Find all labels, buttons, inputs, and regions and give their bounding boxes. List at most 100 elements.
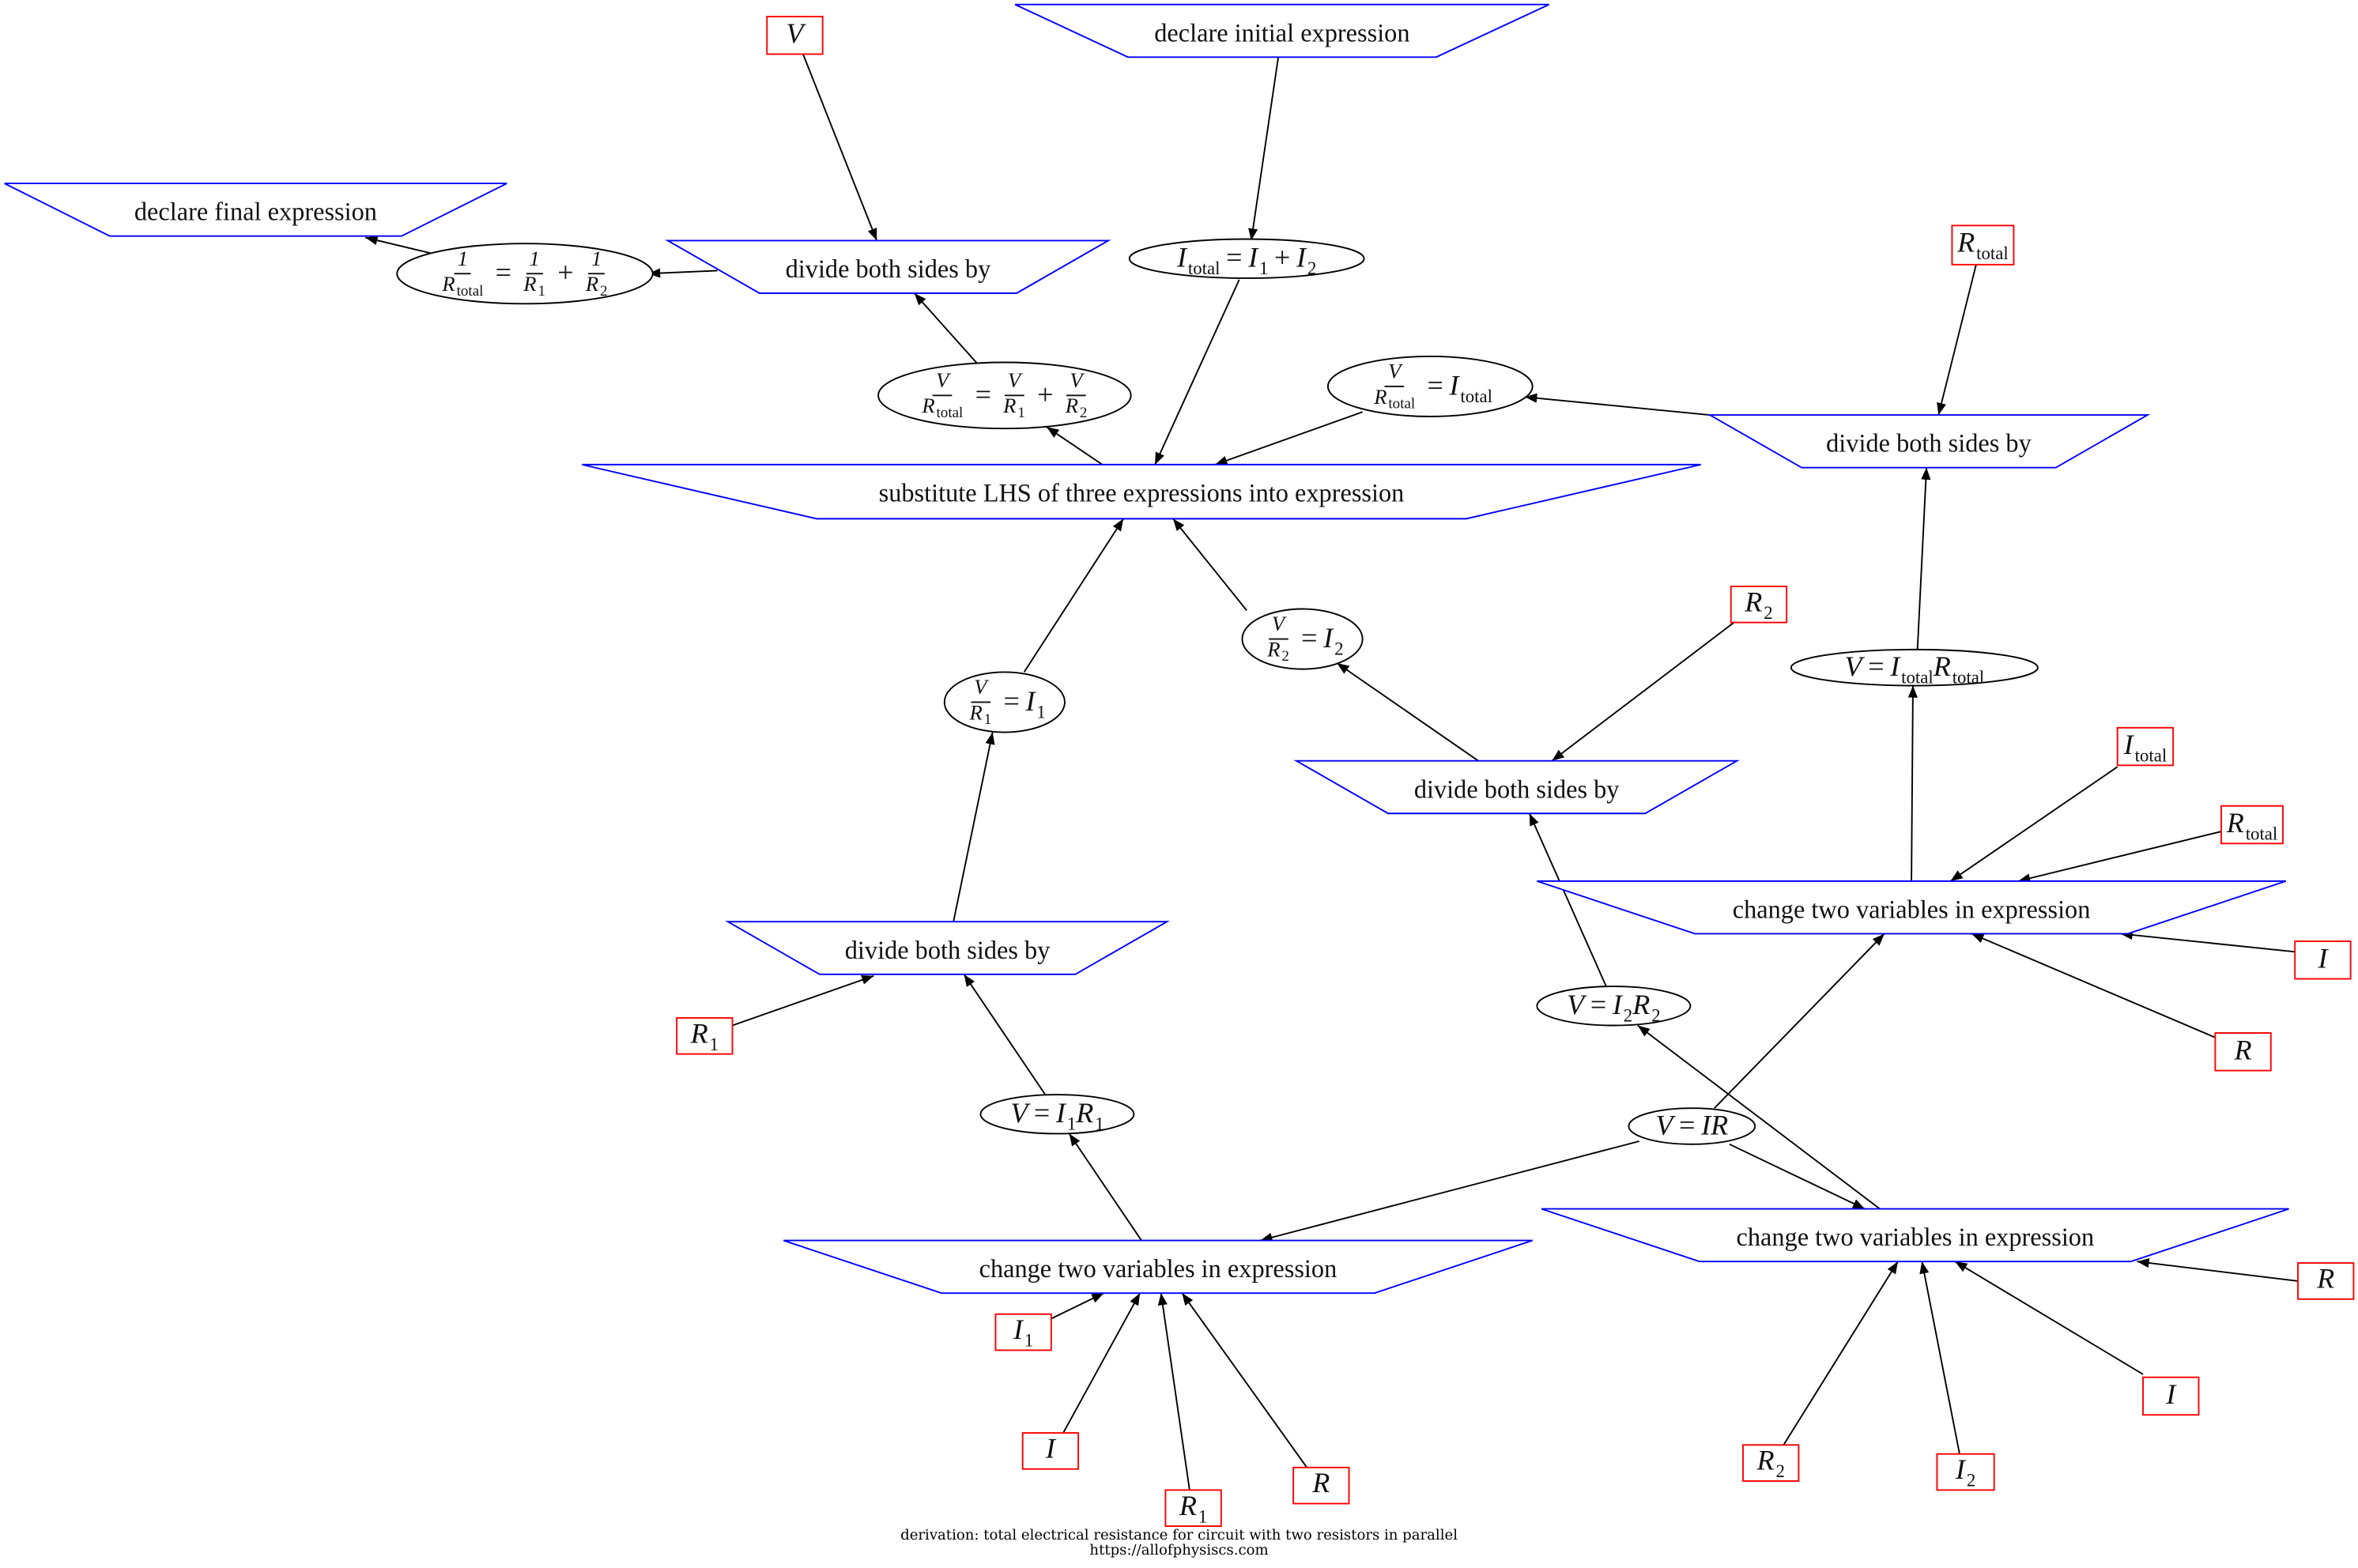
symbol-node-s_I2: [1936, 1453, 1995, 1491]
math-variable: R: [442, 274, 455, 297]
operation-label: substitute LHS of three expressions into…: [878, 478, 1405, 508]
math-variable: R: [969, 703, 983, 726]
edge-s_Itotal-to-op_change_right: [1950, 766, 2118, 882]
fraction-numerator: V: [971, 677, 990, 703]
math-subscript: 1: [983, 711, 992, 729]
math-subscript: total: [1901, 666, 1934, 688]
math-variable: I: [1025, 686, 1036, 718]
operation-label: declare final expression: [134, 197, 377, 226]
math-variable: I: [1045, 1434, 1055, 1465]
math-variable: R: [1003, 396, 1017, 419]
edge-op_sub-to-e_vrt: [1046, 426, 1104, 466]
math-operator: =: [1679, 1110, 1696, 1142]
math-subscript: total: [1187, 258, 1221, 279]
edge-s_V-to-op_div_top: [802, 54, 878, 241]
operation-label: change two variables in expression: [979, 1253, 1337, 1283]
edge-s_I1-to-op_change_bl: [1051, 1292, 1104, 1320]
math-variable: R: [1065, 396, 1079, 419]
math-subscript: 2: [1651, 1004, 1661, 1027]
symbol-label: I: [1046, 1435, 1055, 1464]
math-variable: I: [1612, 989, 1622, 1022]
fraction-numerator: V: [1269, 615, 1288, 640]
math-variable: I: [2166, 1378, 2176, 1411]
symbol-node-s_V: [766, 15, 824, 55]
expression-node-e_vrt: [877, 361, 1132, 430]
math-variable: I: [1248, 243, 1258, 275]
math-variable: R: [1179, 1491, 1198, 1523]
math-variable: I: [2123, 729, 2134, 761]
edge-s_R1_b-to-op_change_bl: [1157, 1293, 1190, 1491]
edge-e_vrt-to-op_div_top: [914, 292, 979, 365]
expression-node-e_vr1: [943, 671, 1066, 733]
edge-s_I2-to-op_change_br: [1919, 1261, 1960, 1454]
math-variable: I: [1296, 243, 1307, 275]
math-variable: V: [1844, 651, 1862, 684]
operation-node-op_init: [1014, 3, 1549, 58]
edge-s_Rtotal-to-op_div_rt: [1937, 264, 1977, 416]
fraction-numerator: 1: [588, 250, 606, 275]
math-variable: V: [974, 677, 987, 700]
operation-node-op_div_r2: [1293, 760, 1740, 815]
edge-s_R1_left-to-op_div_r1: [732, 974, 874, 1027]
fraction-numerator: 1: [526, 248, 543, 275]
math-subscript: 1: [538, 283, 545, 300]
operation-node-op_final: [4, 183, 507, 237]
edge-e_vir-to-op_change_bl: [1260, 1140, 1639, 1242]
operation-label: change two variables in expression: [1736, 1222, 2095, 1251]
math-subscript: 1: [1066, 1113, 1077, 1135]
symbol-node-s_I_b: [1021, 1432, 1080, 1470]
operation-label: divide both sides by: [844, 935, 1051, 964]
edge-e_itotal-to-op_sub: [1154, 279, 1240, 466]
expression-node-e_vrt2: [1326, 355, 1534, 417]
math-subscript: 2: [1334, 638, 1344, 660]
symbol-node-s_R_right: [2214, 1032, 2272, 1072]
math-operator: +: [557, 258, 574, 290]
math-operator: +: [1037, 379, 1054, 412]
math-variable: 1: [529, 248, 540, 272]
symbol-node-s_Rtotal: [1951, 224, 2015, 266]
expression-node-e_vr2: [1241, 608, 1364, 670]
math-variable: R: [1267, 639, 1281, 663]
math-variable: V: [786, 17, 804, 50]
math-subscript: 1: [1024, 1329, 1034, 1351]
edge-op_change_right-to-e_vitrt: [1907, 685, 1918, 881]
operation-label: divide both sides by: [1413, 774, 1620, 803]
edge-s_R2_b-to-op_change_br: [1783, 1261, 1899, 1446]
edge-e_vr1-to-op_sub: [1023, 518, 1124, 673]
symbol-node-s_R2_b: [1742, 1444, 1800, 1482]
edge-s_I_br-to-op_change_br: [1954, 1261, 2144, 1375]
edge-op_div_r2-to-e_vr2: [1336, 662, 1479, 762]
math-subscript: 1: [1095, 1113, 1104, 1135]
math-operator: +: [1274, 243, 1291, 275]
edge-e_vrt2-to-op_sub: [1214, 411, 1363, 466]
operation-node-op_change_br: [1541, 1208, 2289, 1263]
edge-op_div_top-to-e_final: [647, 268, 718, 278]
symbol-node-s_Itotal: [2116, 726, 2175, 767]
fraction-numerator: V: [1066, 371, 1086, 397]
math-variable: R: [2226, 807, 2244, 839]
